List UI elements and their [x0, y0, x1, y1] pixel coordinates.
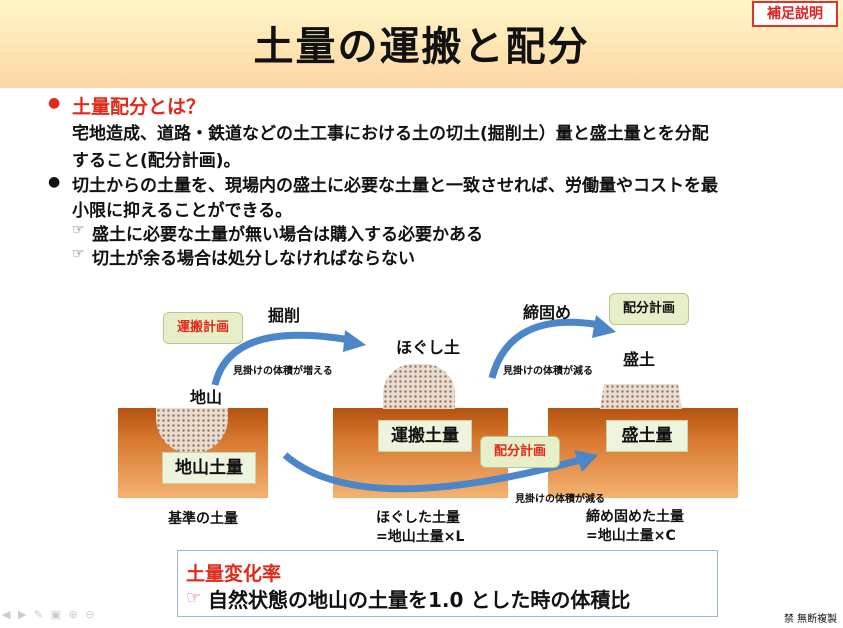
- bullet-icon: ●: [48, 174, 61, 190]
- bullet-text: 小限に抑えることができる。: [72, 201, 293, 221]
- copyright-notice: 禁 無断複製: [784, 614, 838, 625]
- definition-text: 自然状態の地山の土量を1.0 とした時の体積比: [208, 588, 631, 612]
- compaction-label: 締固め: [523, 303, 572, 322]
- arrow-distribution: [282, 452, 581, 493]
- volume-decrease-note: 見掛けの体積が減る: [503, 366, 593, 377]
- natural-volume-label: 地山土量: [162, 452, 256, 484]
- natural-ground-label: 地山: [190, 388, 223, 407]
- title-bar: [0, 0, 843, 88]
- distribution-plan-callout: 配分計画: [480, 436, 560, 468]
- embankment-soil: [600, 384, 682, 409]
- pointing-hand-icon: ☞: [72, 222, 85, 238]
- bullet-text: 宅地造成、道路・鉄道などの土工事における土の切土(掘削土）量と盛土量とを分配: [72, 124, 709, 144]
- embankment-label: 盛土: [623, 350, 656, 369]
- bullet-icon: ●: [48, 95, 61, 111]
- bullet-text: すること(配分計画)。: [72, 151, 241, 171]
- slide-controls[interactable]: ◀ ▶ ✎ ▣ ⊕ ⊖: [2, 608, 97, 621]
- distribution-plan-callout: 配分計画: [609, 293, 689, 325]
- sub-bullet-text: 切土が余る場合は処分しなければならない: [92, 249, 415, 269]
- fill-volume-label: 盛土量: [606, 420, 688, 452]
- caption-compacted-formula: =地山土量×C: [586, 528, 676, 544]
- caption-base: 基準の土量: [168, 511, 238, 527]
- sub-bullet-text: 盛土に必要な土量が無い場合は購入する必要かある: [92, 225, 483, 245]
- volume-decrease-note: 見掛けの体積が減る: [515, 494, 605, 505]
- excavation-label: 掘削: [268, 306, 301, 325]
- loosened-soil-pile: [383, 364, 455, 409]
- caption-loosened-formula: =地山土量×L: [376, 529, 465, 545]
- arrow-head: [592, 315, 616, 338]
- caption-loosened: ほぐした土量: [376, 510, 460, 526]
- caption-compacted: 締め固めた土量: [586, 509, 684, 525]
- arrow-head: [343, 330, 366, 352]
- definition-heading: 土量変化率: [186, 563, 282, 585]
- haul-plan-callout: 運搬計画: [163, 312, 243, 344]
- volume-increase-note: 見掛けの体積が増える: [233, 366, 333, 377]
- arrow-head: [574, 450, 598, 472]
- bullet-text: 切土からの土量を、現場内の盛土に必要な土量と一致させれば、労働量やコストを最: [72, 176, 718, 196]
- arrow-excavation: [211, 331, 351, 386]
- slide-title: 土量の運搬と配分: [253, 24, 590, 70]
- loosened-soil-label: ほぐし土: [396, 338, 461, 357]
- haul-volume-label: 運搬土量: [378, 420, 472, 452]
- supplement-badge: 補足説明: [752, 1, 838, 27]
- definition-box: [177, 550, 718, 617]
- pointing-hand-icon: ☞: [186, 588, 202, 608]
- pointing-hand-icon: ☞: [72, 246, 85, 262]
- bullet-heading: 土量配分とは？: [72, 96, 206, 118]
